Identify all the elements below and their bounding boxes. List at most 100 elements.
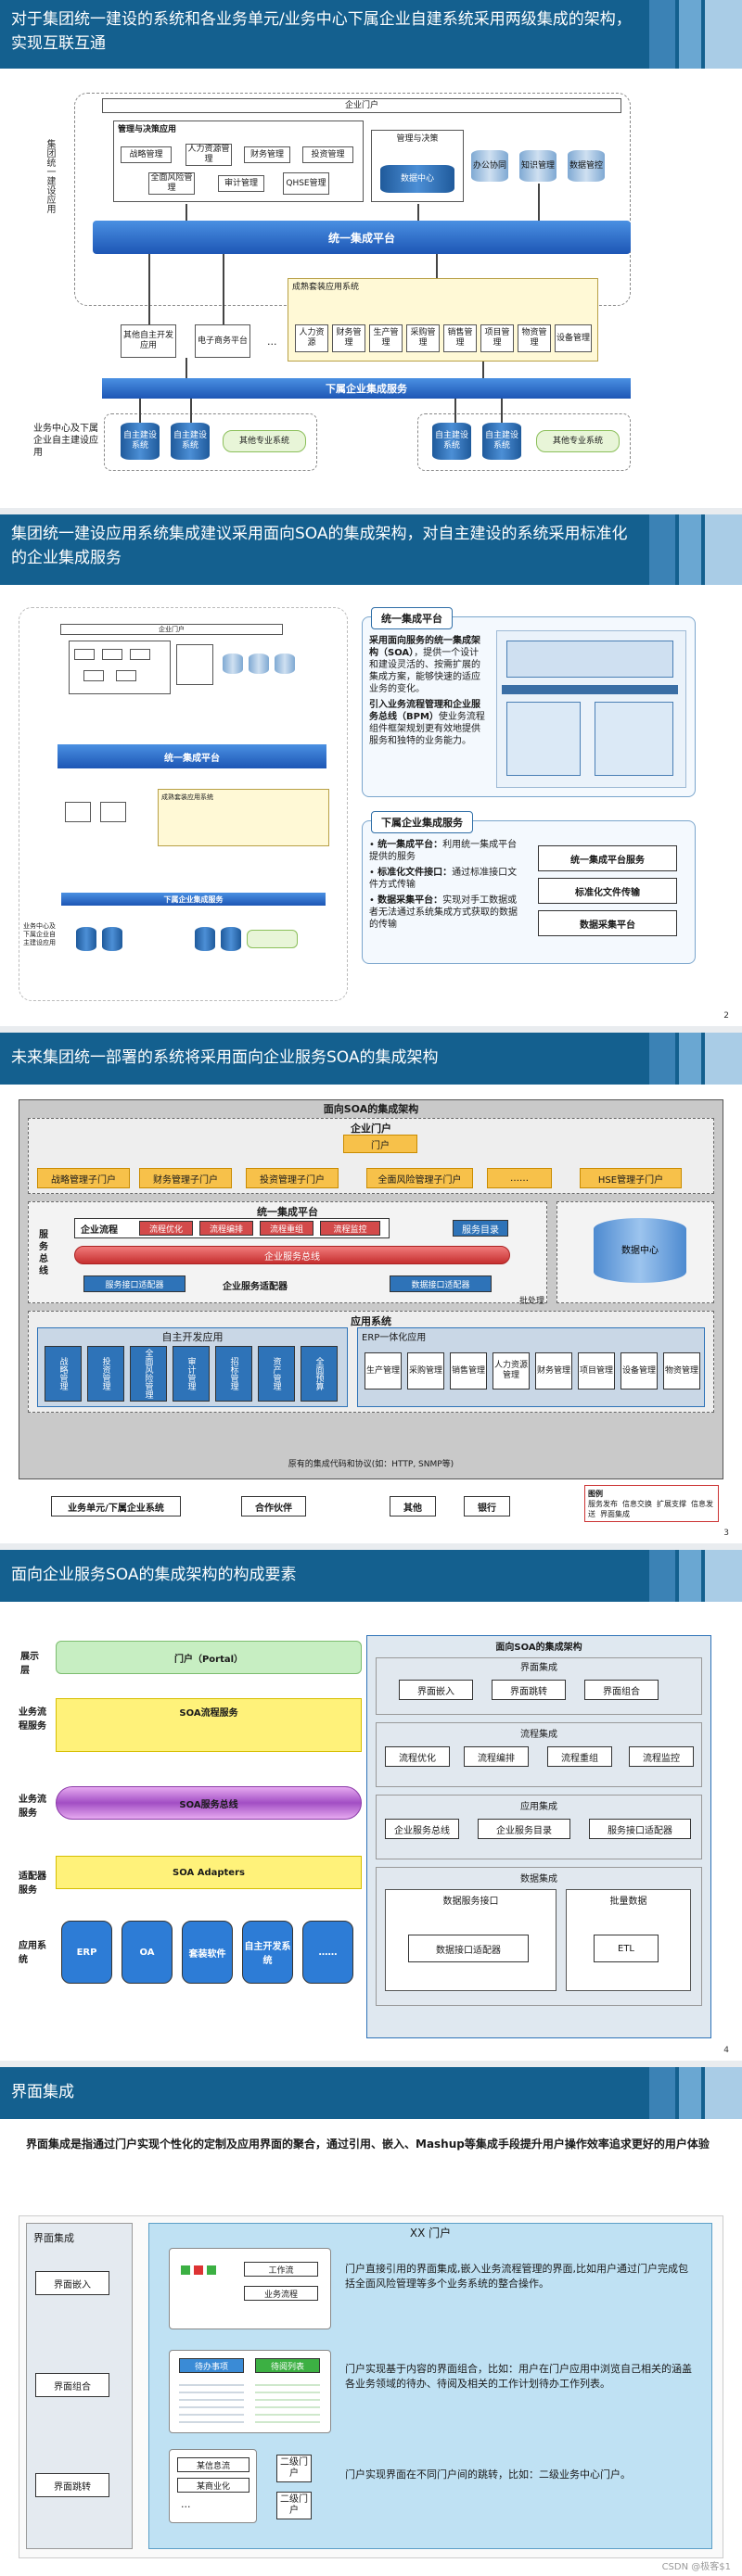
ui-item: 界面嵌入 bbox=[399, 1680, 473, 1700]
adapter: 数据接口适配器 bbox=[390, 1275, 492, 1292]
self-sys: 自主建设系统 bbox=[171, 423, 210, 460]
other-sys: 其他专业系统 bbox=[223, 430, 306, 452]
p2-box: 数据采集平台 bbox=[538, 910, 677, 936]
slide-title-text: 面向企业服务SOA的集成架构的构成要素 bbox=[11, 1566, 297, 1584]
panel-title: 统一集成平台 bbox=[371, 607, 453, 629]
office-item: 数据管控 bbox=[568, 150, 605, 182]
erp-item: 项目管理 bbox=[578, 1352, 615, 1390]
flow-item: 流程监控 bbox=[629, 1746, 694, 1767]
mini-platform: 统一集成平台 bbox=[58, 744, 326, 768]
mature-item: 采购管理 bbox=[406, 324, 440, 352]
erp-item: 采购管理 bbox=[407, 1352, 444, 1390]
ui-item: 界面组合 bbox=[584, 1680, 659, 1700]
adapter: 企业服务适配器 bbox=[223, 1282, 288, 1292]
sub-portal: 投资管理子门户 bbox=[246, 1168, 339, 1188]
bottom-box: 业务单元/下属企业系统 bbox=[51, 1496, 181, 1516]
other-sys: 其他专业系统 bbox=[536, 430, 620, 452]
jump-mock: 某信息流 某商业化 ... bbox=[169, 2449, 257, 2523]
jump-box: 二级门户 bbox=[276, 2455, 312, 2482]
left-item: 界面嵌入 bbox=[35, 2271, 109, 2295]
platform-title: 统一集成平台 bbox=[257, 1206, 318, 1218]
process-item: 流程重组 bbox=[260, 1221, 313, 1236]
service-dir: 服务目录 bbox=[453, 1220, 508, 1237]
soa-app: 自主开发系统 bbox=[242, 1921, 293, 1984]
batch-label: 批处理 bbox=[519, 1297, 545, 1306]
bottom-box: 银行 bbox=[464, 1496, 510, 1516]
left-item: 界面跳转 bbox=[35, 2473, 109, 2497]
layer-label: 展示层 bbox=[20, 1652, 39, 1676]
jump-box: 二级门户 bbox=[276, 2492, 312, 2519]
p2-box: 统一集成平台服务 bbox=[538, 845, 677, 871]
self-dev-title: 自主开发应用 bbox=[161, 1331, 224, 1343]
slide-title: 面向企业服务SOA的集成架构的构成要素 bbox=[0, 1550, 742, 1602]
self-dev-item: 资产管理 bbox=[258, 1346, 295, 1402]
combo-mock: 待办事项 待阅列表 bbox=[169, 2350, 331, 2433]
etl-box: ETL bbox=[594, 1935, 659, 1962]
mature-item: 人力资源 bbox=[295, 324, 328, 352]
soa-app: OA bbox=[122, 1921, 173, 1984]
mgmt-item: 投资管理 bbox=[302, 146, 353, 163]
bus-side-label: 服务总线 bbox=[39, 1230, 48, 1276]
mgmt-item: 人力资源管理 bbox=[186, 144, 232, 166]
self-sys: 自主建设系统 bbox=[482, 423, 521, 460]
slide-4: 面向企业服务SOA的集成架构的构成要素 展示层 业务流程服务 业务流服务 适配器… bbox=[0, 1550, 742, 2061]
flow-item: 流程重组 bbox=[547, 1746, 612, 1767]
data-center-icon: 数据中心 bbox=[380, 165, 454, 193]
jump-item: 某商业化 bbox=[177, 2478, 249, 2493]
sub-portal: 财务管理子门户 bbox=[139, 1168, 232, 1188]
adapter: 服务接口适配器 bbox=[83, 1275, 186, 1292]
slide-title-text: 对于集团统一建设的系统和各业务单元/业务中心下属企业自建系统采用两级集成的架构，… bbox=[11, 10, 632, 53]
ui-item: 界面跳转 bbox=[492, 1680, 566, 1700]
legend-item: 扩展支撑 bbox=[657, 1500, 686, 1508]
sub-portal: HSE管理子门户 bbox=[580, 1168, 682, 1188]
embed-item: 工作流 bbox=[244, 2262, 318, 2277]
slide-title-text: 集团统一建设应用系统集成建议采用面向SOA的集成架构，对自主建设的系统采用标准化… bbox=[11, 525, 628, 567]
sub-portal: 全面风险管理子门户 bbox=[366, 1168, 473, 1188]
mature-item: 销售管理 bbox=[443, 324, 477, 352]
slide-3: 未来集团统一部署的系统将采用面向企业服务SOA的集成架构 面向SOA的集成架构 … bbox=[0, 1033, 742, 1543]
flow-item: 流程优化 bbox=[385, 1746, 450, 1767]
embed-mock: 工作流 业务流程 bbox=[169, 2248, 331, 2329]
left-item: 界面组合 bbox=[35, 2373, 109, 2397]
protocol-label: 原有的集成代码和协议(如：HTTP, SNMP等) bbox=[288, 1460, 454, 1469]
page-number: 3 bbox=[723, 1529, 729, 1538]
soa-flow: SOA流程服务 bbox=[56, 1698, 362, 1752]
embed-item: 业务流程 bbox=[244, 2286, 318, 2301]
combo-item: 待办事项 bbox=[179, 2358, 244, 2373]
mgmt-item: QHSE管理 bbox=[283, 172, 329, 195]
mature-item: 物资管理 bbox=[518, 324, 551, 352]
slide-1: 对于集团统一建设的系统和各业务单元/业务中心下属企业自建系统采用两级集成的架构，… bbox=[0, 0, 742, 508]
other-item: 其他自主开发应用 bbox=[121, 324, 176, 358]
other-item: 电子商务平台 bbox=[195, 324, 250, 358]
slide-title: 界面集成 bbox=[0, 2067, 742, 2119]
mgmt-item: 战略管理 bbox=[121, 146, 172, 163]
self-dev-item: 全面预算 bbox=[301, 1346, 338, 1402]
desc-text: 门户直接引用的界面集成,嵌入业务流程管理的界面,比如用户通过门户完成包括全面风险… bbox=[345, 2263, 688, 2290]
soa-adapters: SOA Adapters bbox=[56, 1856, 362, 1889]
layer-label: 业务流服务 bbox=[19, 1795, 46, 1819]
legend-item: 信息发送 bbox=[588, 1500, 713, 1518]
soa-mini-diagram bbox=[496, 630, 686, 788]
other-item: ... bbox=[267, 336, 277, 348]
esb-bar: 企业服务总线 bbox=[74, 1246, 510, 1264]
layer-label: 应用系统 bbox=[19, 1941, 46, 1965]
self-sys: 自主建设系统 bbox=[121, 423, 160, 460]
soa-app: 套装软件 bbox=[182, 1921, 233, 1984]
page-number: 2 bbox=[723, 1011, 729, 1021]
office-item: 知识管理 bbox=[519, 150, 556, 182]
watermark: CSDN @极客$1 bbox=[661, 2562, 731, 2572]
right-title: 面向SOA的集成架构 bbox=[495, 1643, 582, 1653]
mature-item: 财务管理 bbox=[332, 324, 365, 352]
mgmt-item: 审计管理 bbox=[218, 175, 264, 192]
portal-title: XX 门户 bbox=[409, 2227, 452, 2240]
legend-item: 服务发布 bbox=[588, 1500, 618, 1508]
sub-portal: 战略管理子门户 bbox=[37, 1168, 130, 1188]
slide-title: 集团统一建设应用系统集成建议采用面向SOA的集成架构，对自主建设的系统采用标准化… bbox=[0, 514, 742, 585]
layer-label: 适配器服务 bbox=[19, 1872, 46, 1896]
app-item: 企业服务总线 bbox=[385, 1819, 459, 1839]
soa-bus: SOA服务总线 bbox=[56, 1786, 362, 1820]
legend: 图例 服务发布信息交换扩展支撑信息发送界面集成 bbox=[584, 1485, 719, 1522]
app-sys-title: 应用系统 bbox=[351, 1315, 391, 1327]
erp-title: ERP一体化应用 bbox=[362, 1333, 427, 1343]
data-center-icon: 数据中心 bbox=[594, 1218, 686, 1283]
